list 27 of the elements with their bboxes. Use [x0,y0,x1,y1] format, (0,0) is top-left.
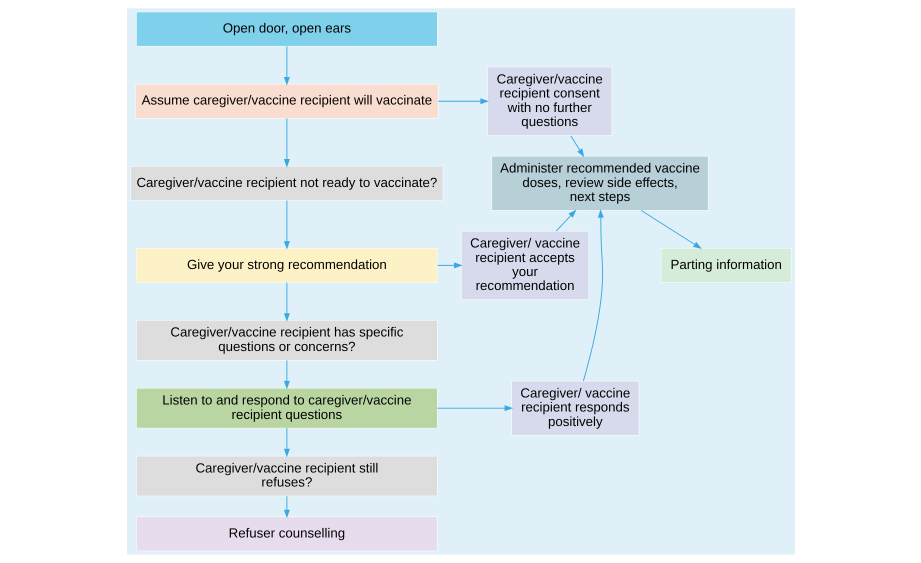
arrow [283,118,290,168]
node-box: Administer recommended vaccine doses, review side effects, next steps [491,156,708,211]
node-box: Caregiver/ vaccine recipient accepts your recommendation [460,230,588,300]
arrow [436,405,513,412]
node-box: Parting information [660,248,791,283]
arrow [283,46,290,86]
arrow [437,98,488,104]
arrow [283,360,290,390]
node-box: Caregiver/vaccine recipient still refuses? [136,456,438,496]
node-box: Open door, open ears [136,12,438,46]
node-box: Caregiver/vaccine recipient not ready to vaccinate? [130,166,443,201]
node-box: Caregiver/ vaccine recipient responds positively [511,380,639,436]
arrow [283,200,290,250]
arrow [283,282,290,322]
arrow [283,428,290,458]
arrow [640,210,702,249]
arrow [283,496,290,518]
node-box: Caregiver/vaccine recipient consent with no further questions [486,66,612,136]
node-box: Refuser counselling [136,516,438,552]
arrow [436,262,462,268]
arrow [570,135,584,158]
node-box: Give your strong recommendation [136,248,438,283]
node-box: Listen to and respond to caregiver/vaccine recipient questions [136,388,438,428]
arrow [555,209,576,232]
arrow [582,209,604,382]
node-box: Assume caregiver/vaccine recipient will vaccinate [134,84,438,119]
node-box: Caregiver/vaccine recipient has specific questions or concerns? [136,320,438,360]
